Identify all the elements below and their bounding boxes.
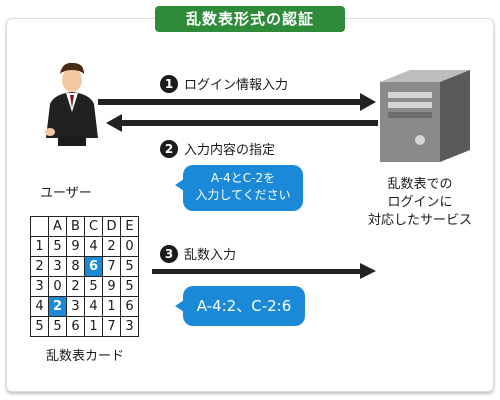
card-column-header: E xyxy=(120,216,139,237)
arrow-step-3 xyxy=(152,263,376,279)
card-cell: 5 xyxy=(48,316,67,337)
step-3-label: 3 乱数入力 xyxy=(160,244,236,263)
card-cell: 5 xyxy=(48,236,67,257)
card-column-header: A xyxy=(48,216,67,237)
arrow-step-1 xyxy=(98,93,376,111)
card-cell-highlighted: 2 xyxy=(48,296,67,317)
card-column-header: C xyxy=(84,216,103,237)
card-cell: 8 xyxy=(66,256,85,277)
request-bubble-line-2: 入力してください xyxy=(195,188,291,202)
server-caption-line-3: 対応したサービス xyxy=(367,213,472,228)
card-cell: 5 xyxy=(84,276,103,297)
request-bubble-line-1: A-4とC-2を xyxy=(210,171,276,185)
step-1-number: 1 xyxy=(160,74,178,93)
card-cell: 7 xyxy=(102,256,121,277)
card-cell: 2 xyxy=(66,276,85,297)
card-cell: 5 xyxy=(120,276,139,297)
card-cell: 9 xyxy=(66,236,85,257)
server-caption-line-1: 乱数表での xyxy=(387,177,453,192)
server-caption: 乱数表での ログインに 対応したサービス xyxy=(360,176,480,230)
card-cell: 3 xyxy=(66,296,85,317)
card-cell: 5 xyxy=(120,256,139,277)
step-1-label: 1 ログイン情報入力 xyxy=(160,74,288,93)
step-3-text: 乱数入力 xyxy=(184,248,237,263)
user-label: ユーザー xyxy=(40,186,92,201)
card-cell: 4 xyxy=(84,236,103,257)
card-row-header: 1 xyxy=(30,236,49,257)
card-cell: 9 xyxy=(102,276,121,297)
card-cell: 0 xyxy=(48,276,67,297)
card-cell: 3 xyxy=(48,256,67,277)
request-bubble: A-4とC-2を 入力してください xyxy=(175,165,303,211)
user-icon xyxy=(45,62,98,146)
step-2-number: 2 xyxy=(160,139,178,158)
step-2-text: 入力内容の指定 xyxy=(184,143,276,158)
card-row-header: 3 xyxy=(30,276,49,297)
server-caption-line-2: ログインに xyxy=(387,195,453,210)
card-cell: 6 xyxy=(120,296,139,317)
card-row-header: 2 xyxy=(30,256,49,277)
card-corner-cell xyxy=(30,216,49,237)
card-label: 乱数表カード xyxy=(46,349,125,364)
step-1-text: ログイン情報入力 xyxy=(184,78,289,93)
card-cell: 4 xyxy=(84,296,103,317)
step-3-number: 3 xyxy=(160,244,178,263)
arrow-step-2 xyxy=(106,114,378,132)
card-cell: 2 xyxy=(102,236,121,257)
server-icon xyxy=(380,70,470,162)
card-column-header: B xyxy=(66,216,85,237)
card-cell-highlighted: 6 xyxy=(84,256,103,277)
card-row-header: 4 xyxy=(30,296,49,317)
card-row-header: 5 xyxy=(30,316,49,337)
card-column-header: D xyxy=(102,216,121,237)
card-cell: 7 xyxy=(102,316,121,337)
card-cell: 0 xyxy=(120,236,139,257)
card-cell: 6 xyxy=(66,316,85,337)
answer-bubble: A-4:2、C-2:6 xyxy=(175,286,305,326)
step-2-label: 2 入力内容の指定 xyxy=(160,139,275,158)
card-cell: 1 xyxy=(102,296,121,317)
diagram-title: 乱数表形式の認証 xyxy=(155,6,345,32)
card-cell: 3 xyxy=(120,316,139,337)
card-cell: 1 xyxy=(84,316,103,337)
